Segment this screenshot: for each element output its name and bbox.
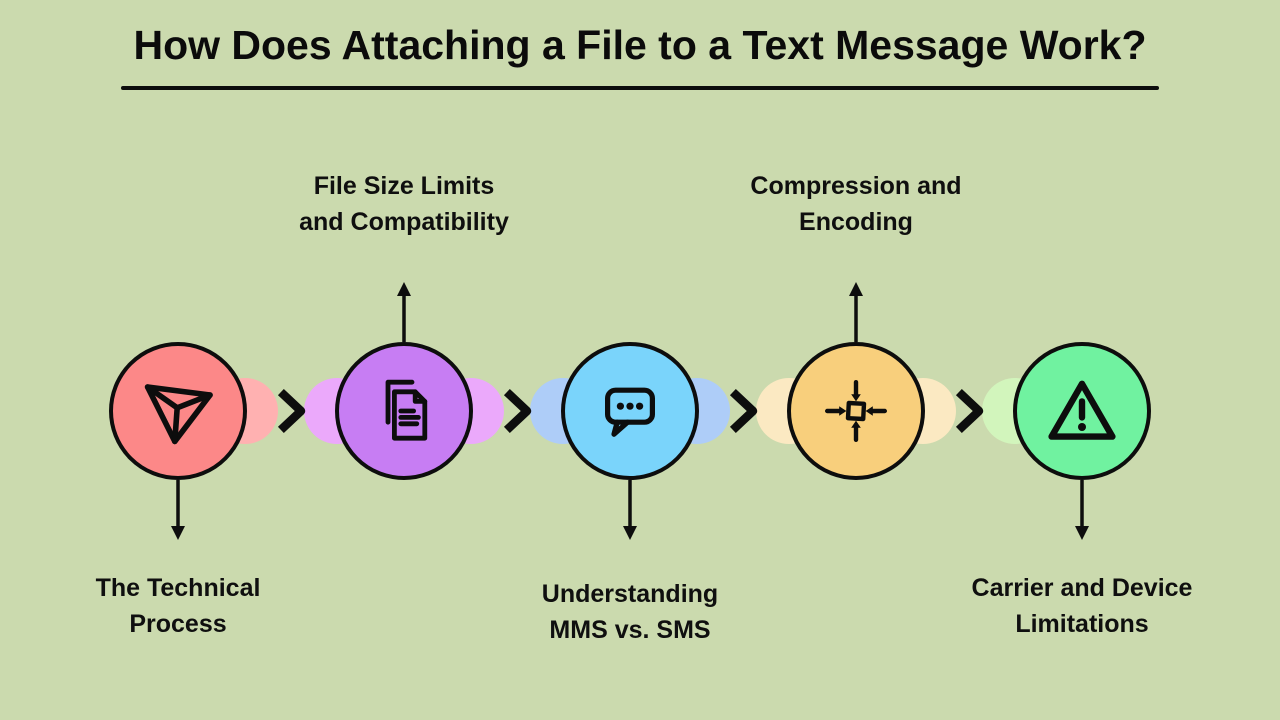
- step-compression-encoding: Compression and Encoding: [686, 0, 1026, 720]
- warning-triangle-icon: [1048, 380, 1116, 440]
- step-label: Understanding MMS vs. SMS: [541, 580, 719, 644]
- step-carrier-limitations: Carrier and Device Limitations: [912, 0, 1252, 720]
- document-copy-icon: [385, 379, 428, 441]
- step-label: Carrier and Device Limitations: [971, 574, 1193, 638]
- step-technical-process: The Technical Process: [8, 0, 348, 720]
- chevron-right-icon: [504, 389, 532, 433]
- connector-arrow-down: [171, 480, 185, 540]
- step-circle-compression-encoding: [787, 342, 925, 480]
- connector-arrow-up: [397, 282, 411, 342]
- chevron-right-icon: [730, 389, 758, 433]
- page-title: How Does Attaching a File to a Text Mess…: [133, 22, 1147, 68]
- step-circle-mms-vs-sms: [561, 342, 699, 480]
- step-label: File Size Limits and Compatibility: [299, 172, 509, 236]
- connector-arrow-down: [1075, 480, 1089, 540]
- connector-arrow-up: [849, 282, 863, 342]
- step-file-size-limits: File Size Limits and Compatibility: [234, 0, 574, 720]
- chevron-right-icon: [278, 389, 306, 433]
- chevron-right-icon: [956, 389, 984, 433]
- step-mms-vs-sms: Understanding MMS vs. SMS: [460, 0, 800, 720]
- step-label: Compression and Encoding: [750, 172, 962, 236]
- step-label: The Technical Process: [95, 574, 261, 638]
- step-circle-file-size-limits: [335, 342, 473, 480]
- compress-icon: [825, 380, 887, 442]
- title-underline: [121, 86, 1159, 90]
- step-circle-carrier-limitations: [1013, 342, 1151, 480]
- chat-bubble-icon: [605, 387, 655, 437]
- step-circle-technical-process: [109, 342, 247, 480]
- send-icon: [144, 384, 213, 445]
- connector-arrow-down: [623, 480, 637, 540]
